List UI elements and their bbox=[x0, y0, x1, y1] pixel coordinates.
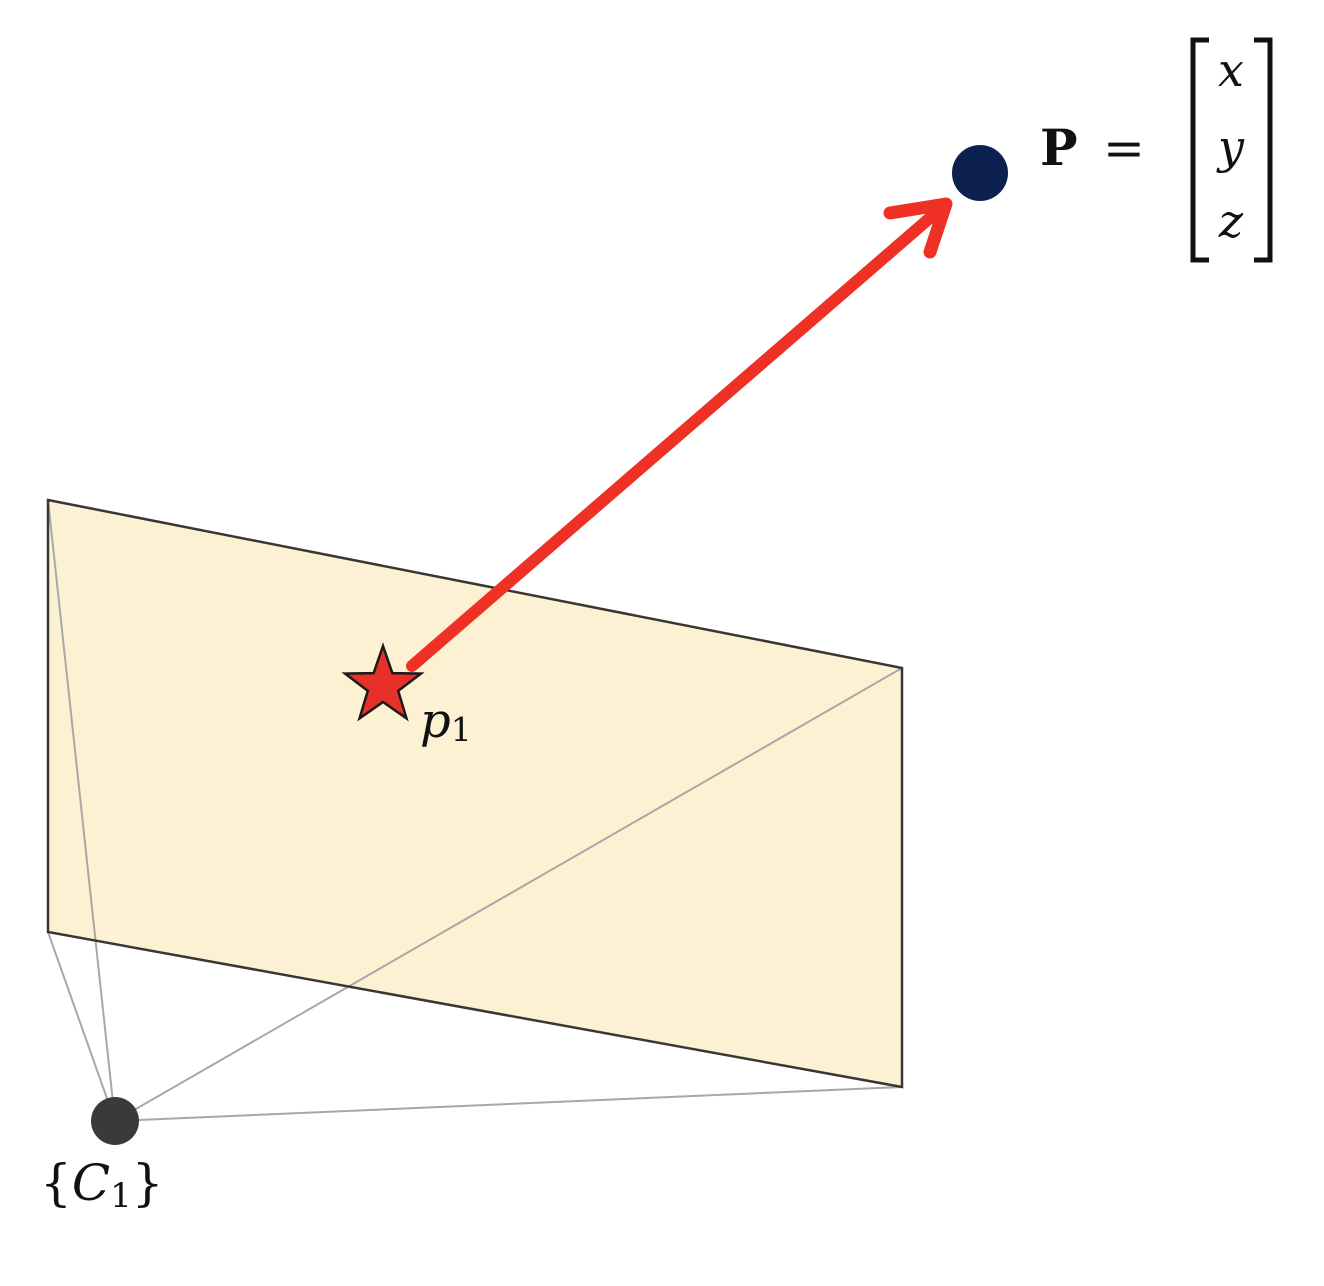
back-projection-ray bbox=[406, 198, 952, 672]
world-point-dot bbox=[952, 145, 1008, 201]
frustum-lines bbox=[47, 499, 903, 1122]
vector-entry-x: x bbox=[1218, 43, 1244, 97]
vector-entry-z: z bbox=[1218, 194, 1244, 248]
image-plane-border bbox=[46, 498, 904, 1089]
point-symbol: P bbox=[1040, 118, 1078, 177]
projection-star-icon bbox=[341, 642, 425, 722]
camera-label: {C1} bbox=[40, 1154, 164, 1216]
frustum-line-bottom-left bbox=[47, 931, 116, 1122]
camera-center-dot bbox=[91, 1097, 139, 1145]
projection-label: p1 bbox=[420, 693, 472, 749]
equals-sign: = bbox=[1103, 119, 1145, 177]
right-bracket bbox=[1254, 37, 1273, 263]
ray-arrowhead bbox=[883, 197, 953, 259]
left-bracket bbox=[1190, 37, 1209, 263]
vector-brackets bbox=[1190, 37, 1273, 263]
frustum-line-top-right bbox=[114, 667, 903, 1122]
image-plane bbox=[48, 500, 902, 1087]
frustum-line-top-left bbox=[47, 499, 116, 1122]
vector-entry-y: y bbox=[1216, 120, 1245, 174]
frustum-line-bottom-right bbox=[114, 1086, 903, 1122]
